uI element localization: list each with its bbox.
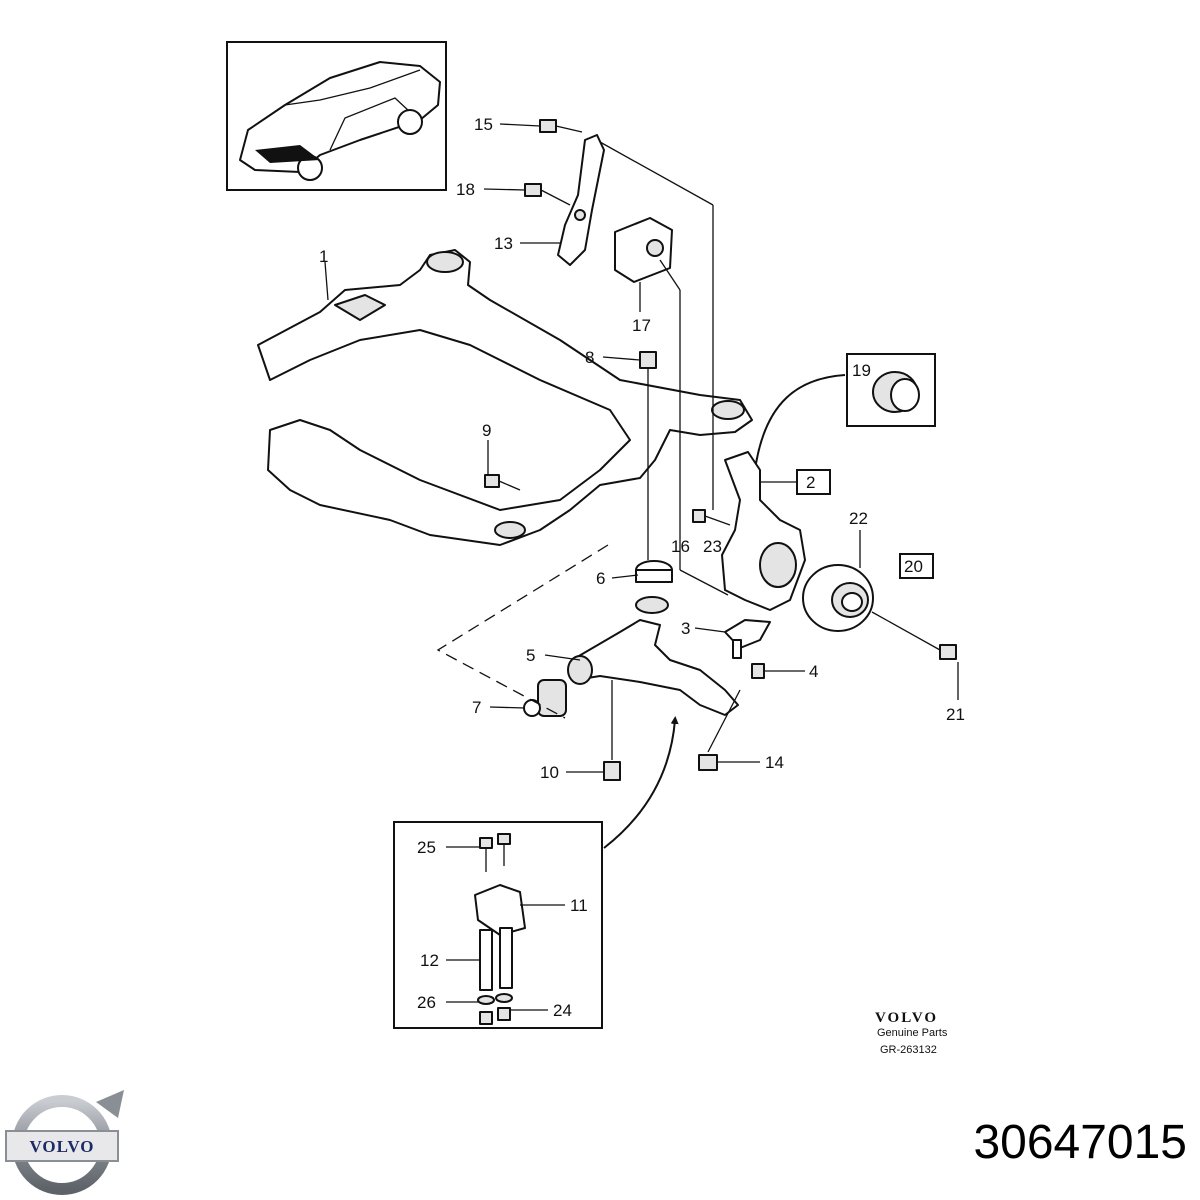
callout-2-frame [796,469,831,495]
callout-14: 14 [765,753,784,772]
callout-18: 18 [456,180,475,199]
callout-16: 16 [671,537,690,556]
nut-part-14 [698,754,718,771]
steering-knuckle-part-2 [721,451,806,611]
callout-1: 1 [319,247,328,266]
callout-8: 8 [585,348,594,367]
part-number: 30647015 [973,1116,1187,1169]
callout-21: 21 [946,705,965,724]
spacer-part-12 [479,927,513,991]
control-arm-part-5 [567,619,739,716]
brand-block-name: VOLVO [875,1010,938,1026]
callout-23: 23 [703,537,722,556]
wheel-hub-part-22 [802,564,874,632]
callout-3: 3 [681,619,690,638]
bushing-part-6 [635,560,673,614]
bushing-part-17 [614,217,673,283]
bolt-part-10 [603,680,621,781]
callout-2: 2 [806,473,815,492]
callout-12: 12 [420,951,439,970]
bolt-part-18 [524,183,571,206]
mount-inset [393,716,679,1029]
bolt-part-25 [479,833,511,872]
callout-5: 5 [526,646,535,665]
callout-15: 15 [474,115,493,134]
callout-9: 9 [482,421,491,440]
callout-11: 11 [570,896,588,915]
callout-10: 10 [540,763,559,782]
callout-13: 13 [494,234,513,253]
subframe-part-1 [257,249,753,546]
callout-26: 26 [417,993,436,1012]
ball-joint-part-3 [724,619,771,659]
callout-4: 4 [809,662,818,681]
bolt-part-23 [692,509,731,526]
callout-20: 20 [904,557,923,576]
callout-20-frame [899,553,934,579]
callout-7: 7 [472,698,481,717]
bolt-part-15 [539,119,583,133]
callout-17: 17 [632,316,651,335]
callout-25: 25 [417,838,436,857]
callout-6: 6 [596,569,605,588]
car-location-inset [226,41,447,191]
bushing-part-7 [523,679,567,717]
washer-part-26 [477,995,495,1025]
nut-part-24 [495,993,513,1021]
nut-part-8 [639,351,657,560]
volvo-iron-mark-icon: VOLVO [5,1090,124,1195]
bracket-part-13 [557,134,605,266]
callout-leaders [324,123,959,1011]
mount-bracket-part-11 [474,884,526,936]
bolt-part-9 [484,474,521,491]
callout-22: 22 [849,509,868,528]
bolt-part-4 [751,663,765,679]
bushing-inset-19 [751,353,936,474]
bolt-part-21 [871,611,957,660]
callout-19: 19 [852,361,871,380]
callout-24: 24 [553,1001,572,1020]
brand-block-subtitle: Genuine Parts [877,1027,948,1039]
logo-wordmark: VOLVO [29,1137,94,1156]
brand-block-ref: GR-263132 [880,1044,937,1056]
assembly-lines [436,141,741,753]
